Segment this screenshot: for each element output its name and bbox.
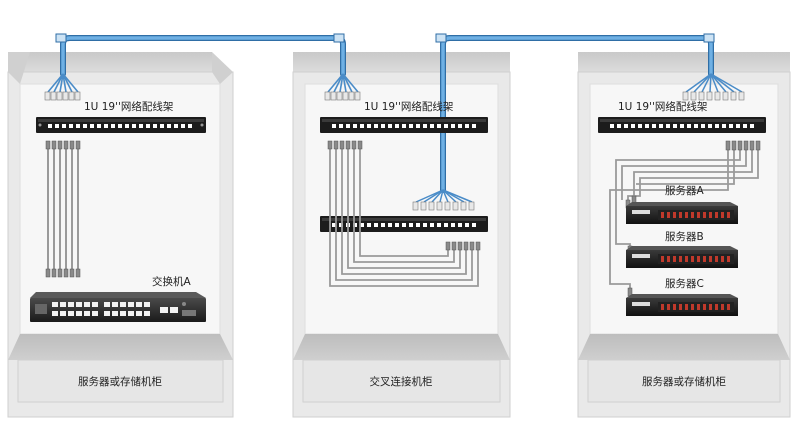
trunk-cable-left-middle (55, 33, 346, 77)
cabinet-label-right: 服务器或存储机柜 (642, 375, 726, 388)
fanout-left-connectors (44, 91, 81, 101)
panel-label-left: 1U 19''网络配线架 (84, 100, 174, 113)
patch-panel-icon (320, 117, 488, 133)
server-label-a: 服务器A (665, 184, 704, 197)
trunk-cable-middle-right (435, 33, 715, 193)
patch-cords-right (609, 150, 759, 292)
panel-label-right: 1U 19''网络配线架 (618, 100, 708, 113)
device-label-switch: 交换机A (152, 275, 191, 288)
fanout-middle-lower-connectors (412, 201, 475, 211)
cabinet-label-middle: 交叉连接机柜 (370, 375, 433, 388)
patch-panel-icon (36, 117, 206, 133)
fanout-middle-top-connectors (324, 91, 361, 101)
fanout-right-connectors (682, 91, 745, 101)
patch-cords-left (47, 148, 79, 270)
fanout-middle-lower (415, 189, 473, 203)
connector-icon (45, 140, 81, 278)
server-label-b: 服务器B (665, 230, 704, 243)
fanout-right (685, 73, 743, 93)
panel-label-middle: 1U 19''网络配线架 (364, 100, 454, 113)
connector-icon (327, 140, 481, 251)
cabinet-label-left: 服务器或存储机柜 (78, 375, 162, 388)
cabinet-left (7, 52, 234, 418)
fanout-left (47, 73, 79, 93)
server-icon (626, 202, 738, 224)
patch-cords-middle (329, 148, 479, 287)
server-label-c: 服务器C (665, 277, 704, 290)
patch-panel-icon (598, 117, 766, 133)
server-icon (626, 246, 738, 268)
switch-icon (30, 292, 206, 322)
server-icon (626, 294, 738, 316)
patch-panel-icon (320, 216, 488, 232)
fanout-middle-top (327, 73, 359, 93)
